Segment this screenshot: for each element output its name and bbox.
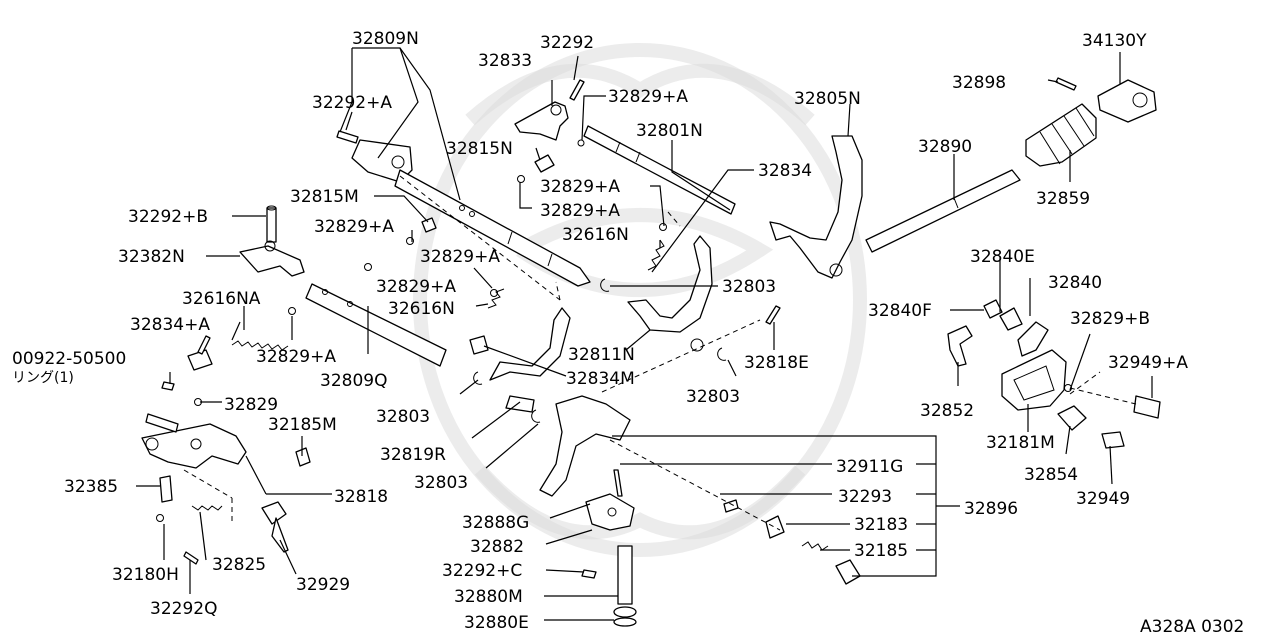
label-32805N: 32805N xyxy=(794,89,861,109)
callout-labels: 32809N 32292 32833 32292+A 32829+A 32805… xyxy=(12,29,1244,637)
lever-32833 xyxy=(514,79,585,141)
label-32803-4: 32803 xyxy=(414,473,468,493)
selector-32896 xyxy=(539,395,861,627)
label-32829A-6: 32829+A xyxy=(376,277,456,297)
label-32185: 32185 xyxy=(854,541,908,561)
fork-32811N xyxy=(627,235,713,352)
label-32185M: 32185M xyxy=(268,415,337,435)
label-32180H: 32180H xyxy=(112,565,179,585)
label-32811N: 32811N xyxy=(568,345,635,365)
label-32803-3: 32803 xyxy=(376,407,430,427)
fork-32382N xyxy=(239,240,305,277)
label-32880E: 32880E xyxy=(464,613,529,633)
label-32803-2: 32803 xyxy=(686,387,740,407)
label-32818E: 32818E xyxy=(744,353,809,373)
label-32840F: 32840F xyxy=(868,301,932,321)
label-32829B: 32829+B xyxy=(1070,309,1150,329)
label-32840E: 32840E xyxy=(970,247,1035,267)
label-32882: 32882 xyxy=(470,537,524,557)
label-32815N: 32815N xyxy=(446,139,513,159)
label-32829A-1: 32829+A xyxy=(608,87,688,107)
label-32801N: 32801N xyxy=(636,121,703,141)
label-32818: 32818 xyxy=(334,487,388,507)
label-ring-note: リング(1) xyxy=(12,370,74,386)
bracket-32840 xyxy=(947,299,1049,367)
label-32829A-2: 32829+A xyxy=(540,177,620,197)
label-32949: 32949 xyxy=(1076,489,1130,509)
bolt-32834A xyxy=(187,335,213,371)
label-32803-1: 32803 xyxy=(722,277,776,297)
label-32825: 32825 xyxy=(212,555,266,575)
label-32616N-2: 32616N xyxy=(388,299,455,319)
label-32292: 32292 xyxy=(540,33,594,53)
bush-32815M xyxy=(421,217,437,233)
label-32896: 32896 xyxy=(964,499,1018,519)
label-32929: 32929 xyxy=(296,575,350,595)
fork-32819R xyxy=(469,307,571,413)
label-32183: 32183 xyxy=(854,515,908,535)
label-32854: 32854 xyxy=(1024,465,1078,485)
label-32809N: 32809N xyxy=(352,29,419,49)
label-32880M: 32880M xyxy=(454,587,523,607)
label-32815M: 32815M xyxy=(290,187,359,207)
label-32293: 32293 xyxy=(838,487,892,507)
label-32829A-5: 32829+A xyxy=(420,247,500,267)
label-32834M: 32834M xyxy=(566,369,635,389)
label-32829A-3: 32829+A xyxy=(540,201,620,221)
diagram-id: A328A 0302 xyxy=(1140,617,1244,637)
label-32292A-top: 32292+A xyxy=(312,93,392,113)
label-32385: 32385 xyxy=(64,477,118,497)
shaft-32890 xyxy=(865,169,1021,253)
label-32181M: 32181M xyxy=(986,433,1055,453)
pin-32818E xyxy=(765,305,781,325)
label-32833: 32833 xyxy=(478,51,532,71)
label-32382N: 32382N xyxy=(118,247,185,267)
housing-32181M xyxy=(1001,349,1067,411)
label-32616N-1: 32616N xyxy=(562,225,629,245)
bolts-32949 xyxy=(1057,387,1161,449)
joint-34130Y xyxy=(1055,77,1157,123)
label-00922-50500: 00922-50500 xyxy=(12,349,126,369)
alignment-lines xyxy=(399,175,1101,395)
label-32616NA: 32616NA xyxy=(182,289,261,309)
lower-left-parts xyxy=(159,469,289,565)
label-32859: 32859 xyxy=(1036,189,1090,209)
label-32911G: 32911G xyxy=(836,457,903,477)
label-32834: 32834 xyxy=(758,161,812,181)
fork-rod-32809N xyxy=(336,130,591,287)
label-32292C: 32292+C xyxy=(442,561,522,581)
label-32888G: 32888G xyxy=(462,513,529,533)
leader-lines xyxy=(136,47,1153,621)
label-32829: 32829 xyxy=(224,395,278,415)
pin-32292B xyxy=(266,205,277,243)
label-32292Q: 32292Q xyxy=(150,599,217,619)
boot-32859 xyxy=(1025,103,1097,167)
rod-32809Q xyxy=(305,283,447,367)
label-32829A-7: 32829+A xyxy=(256,347,336,367)
clips-32803 xyxy=(473,278,727,423)
label-32834A: 32834+A xyxy=(130,315,210,335)
label-32819R: 32819R xyxy=(380,445,446,465)
label-32829A-4: 32829+A xyxy=(314,217,394,237)
label-32852: 32852 xyxy=(920,401,974,421)
label-32898: 32898 xyxy=(952,73,1006,93)
fork-32805N xyxy=(769,135,863,279)
bush-32815N xyxy=(534,154,555,173)
label-32292B: 32292+B xyxy=(128,207,208,227)
watermark xyxy=(413,43,867,557)
label-32949A: 32949+A xyxy=(1108,353,1188,373)
rod-32801N xyxy=(577,125,736,215)
label-32840: 32840 xyxy=(1048,273,1102,293)
label-32809Q: 32809Q xyxy=(320,371,387,391)
label-34130Y: 34130Y xyxy=(1082,31,1147,51)
lever-32818 xyxy=(141,381,311,469)
label-32890: 32890 xyxy=(918,137,972,157)
